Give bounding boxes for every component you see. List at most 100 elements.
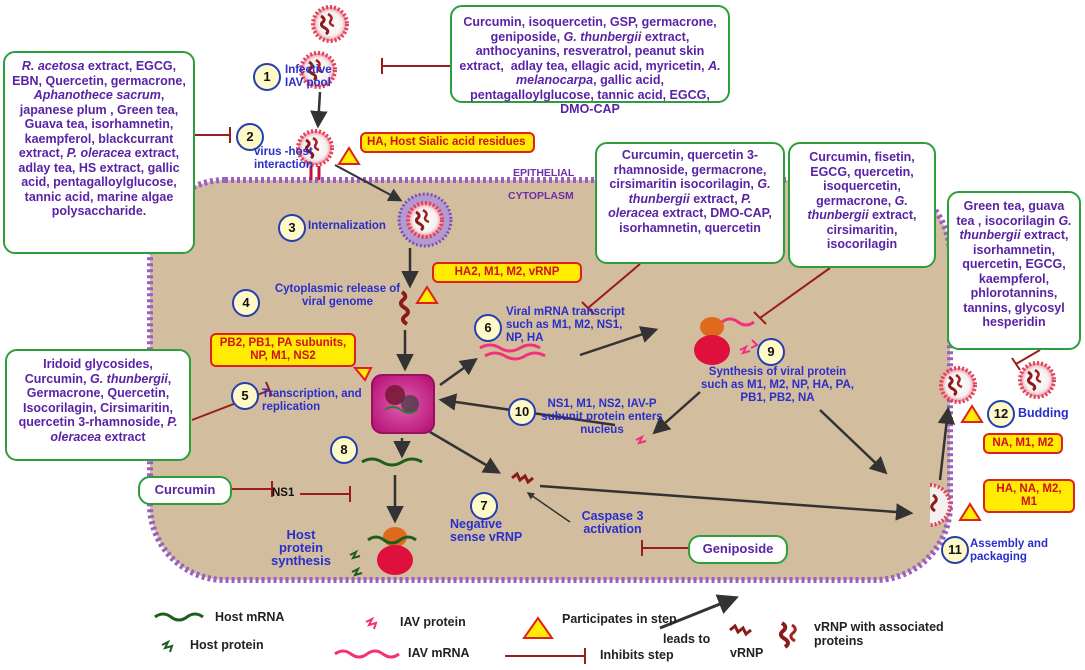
host-mrna-on-ribosome: [367, 535, 417, 545]
step-7-label: Negative sense vRNP: [450, 517, 523, 544]
legend-iav-mrna: IAV mRNA: [408, 646, 470, 660]
legend-vrnp-glyph: [729, 623, 752, 637]
viral-mrna-on-ribosome: [721, 317, 755, 327]
inhibit-step12: [1011, 349, 1041, 371]
inhibit-caspase: [641, 540, 690, 556]
participant-assembly: HA, NA, M2, M1: [983, 479, 1075, 513]
legend-host-mrna-glyph: [154, 612, 204, 622]
legend-host-mrna: Host mRNA: [215, 610, 285, 624]
step-2-label: virus -host interaction: [254, 146, 313, 171]
inhibitor-box-step1: Curcumin, isoquercetin, GSP, germacrone,…: [450, 5, 730, 116]
participant-release: HA2, M1, M2, vRNP: [432, 262, 582, 283]
step-3-number: 3: [278, 214, 306, 242]
epithelial-label: EPITHELIAL: [513, 167, 575, 179]
inhibitor-box-caspase: Geniposide: [688, 535, 788, 564]
participant-budding: NA, M1, M2: [983, 433, 1063, 454]
participates-triangle-budding: [960, 404, 984, 423]
legend-host-protein-glyph: [161, 639, 174, 653]
step-12-label: Budding: [1018, 406, 1069, 420]
inhibitor-box-step5: Iridoid glycosides, Curcumin, G. thunber…: [5, 349, 191, 461]
inhibit-step9: [753, 267, 831, 325]
step-1-number: 1: [253, 63, 281, 91]
step-10-number: 10: [508, 398, 536, 426]
caspase-label: Caspase 3 activation: [581, 509, 644, 536]
legend-host-protein: Host protein: [190, 638, 264, 652]
participant-receptor: HA, Host Sialic acid residues: [360, 132, 535, 153]
legend-participates-glyph: [522, 616, 554, 639]
participant-replication: PB2, PB1, PA subunits, NP, M1, NS2: [210, 333, 356, 367]
inhibitor-box-step12: Green tea, guava tea , isocorilagin G. t…: [947, 191, 1081, 350]
released-genome: [398, 290, 410, 326]
host-mrna: [361, 457, 423, 467]
step-8-label: Host protein synthesis: [271, 527, 331, 568]
legend-vrnp-assoc-glyph: [778, 621, 797, 649]
virus-budding-left: [939, 366, 977, 404]
legend-inhibits-glyph: [505, 648, 586, 664]
step-9-number: 9: [757, 338, 785, 366]
participates-triangle-release: [415, 285, 439, 304]
inhibit-ns1-curcumin: [232, 481, 273, 497]
epithelial-cell: [147, 177, 953, 583]
legend-leads-to: leads to: [663, 632, 711, 646]
legend-inhibits: Inhibits step: [600, 648, 674, 662]
legend-vrnp-assoc: vRNP with associated proteins: [814, 620, 944, 648]
virus-particle-pool: [311, 5, 349, 43]
inhibit-ns1-target: [300, 486, 351, 502]
virus-assembling: [929, 483, 952, 527]
viral-protein-cluster: [739, 339, 759, 355]
step-5-label: Transcription, and replication: [262, 388, 362, 413]
step-8-number: 8: [330, 436, 358, 464]
arrow-nucleus-to-vrnp: [429, 430, 502, 474]
step-5-number: 5: [231, 382, 259, 410]
step-4-label: Cytoplasmic release of viral genome: [274, 283, 401, 308]
step-9-label: Synthesis of viral protein such as M1, M…: [701, 366, 854, 404]
inhibitor-box-step6: Curcumin, quercetin 3-rhamnoside, germac…: [595, 142, 785, 264]
inhibit-step2: [195, 127, 231, 143]
inhibit-step1: [381, 58, 450, 74]
arrow-attach-to-internalize: [334, 164, 403, 202]
arrow-protein-to-assembly: [819, 409, 888, 475]
step-2-number: 2: [236, 123, 264, 151]
inhibit-step6: [581, 263, 641, 315]
negative-sense-vrnp: [511, 471, 534, 485]
legend-vrnp: vRNP: [730, 646, 764, 660]
step-11-number: 11: [941, 536, 969, 564]
step-7-number: 7: [470, 492, 498, 520]
inhibitor-box-step2: R. acetosa extract, EGCG, EBN, Quercetin…: [3, 51, 195, 254]
legend-participates: Participates in step: [562, 612, 677, 626]
endosome: [397, 192, 453, 248]
step-4-number: 4: [232, 289, 260, 317]
inhibitor-box-ns1: Curcumin: [138, 476, 232, 505]
arrow-nucleus-to-mrna: [439, 357, 478, 387]
viral-protein-nuclear: [635, 434, 647, 445]
arrow-pool-to-cell: [310, 91, 328, 129]
arrow-assembly-to-budding: [937, 406, 956, 481]
legend-iav-mrna-glyph: [334, 649, 400, 659]
step-12-number: 12: [987, 400, 1015, 428]
arrow-caspase-to-vrnp: [526, 492, 571, 523]
participates-triangle-receptor: [337, 146, 361, 165]
arrow-vrnp-to-assembly: [539, 484, 914, 521]
host-protein-cluster: [349, 549, 363, 577]
participates-triangle-assembly: [958, 502, 982, 521]
ns1-label: NS1: [272, 487, 295, 499]
legend-iav-protein-glyph: [365, 616, 378, 630]
receptor-left: [309, 166, 321, 180]
step-6-label: Viral mRNA transcript such as M1, M2, NS…: [506, 306, 625, 344]
arrow-ribosome-to-protein: [652, 391, 701, 435]
legend-leads-to-glyph: [659, 594, 739, 630]
viral-mrna: [479, 343, 541, 353]
participates-triangle-replication: [352, 367, 373, 382]
step-1-label: Infective IAV pool: [285, 64, 332, 89]
arrow-mrna-to-ribosome: [579, 326, 659, 357]
step-11-label: Assembly and packaging: [970, 538, 1048, 563]
virus-budding-right: [1018, 361, 1056, 399]
cytoplasm-label: CYTOPLASM: [508, 190, 574, 202]
step-3-label: Internalization: [308, 220, 386, 232]
step-10-label: NS1, M1, NS2, IAV-P subunit protein ente…: [541, 398, 663, 436]
inhibitor-box-step9: Curcumin, fisetin, EGCG, quercetin, isoq…: [788, 142, 936, 268]
legend-iav-protein: IAV protein: [400, 615, 466, 629]
step-6-number: 6: [474, 314, 502, 342]
